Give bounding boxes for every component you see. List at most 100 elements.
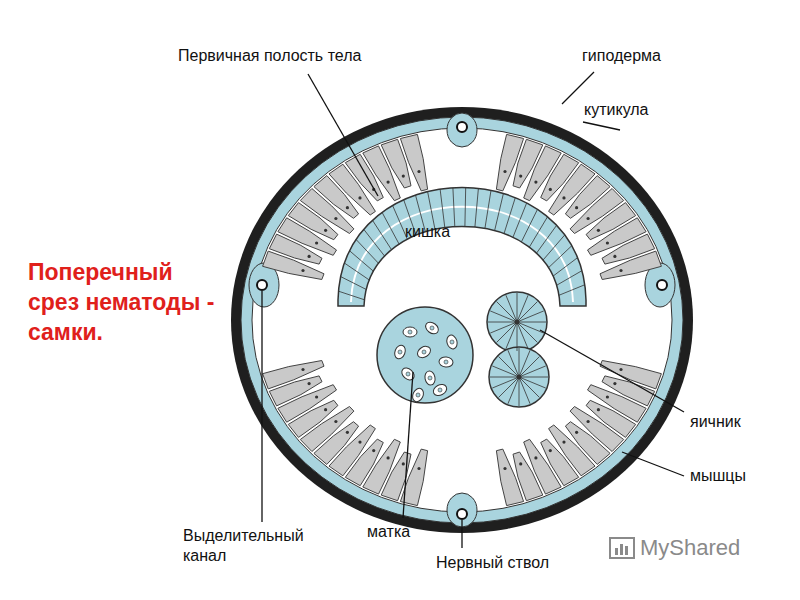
intestine-cell <box>553 258 577 276</box>
egg-nucleus <box>450 340 454 344</box>
intestine-cell <box>453 188 455 227</box>
egg <box>399 366 416 383</box>
ovary-cell <box>508 350 519 377</box>
ovary-cell <box>519 377 530 404</box>
cell-nucleus <box>549 188 552 191</box>
intestine-wall <box>338 188 586 307</box>
intestine-cell <box>537 225 557 253</box>
egg <box>424 370 436 386</box>
cell-nucleus <box>503 170 506 173</box>
body-cavity <box>252 128 672 512</box>
egg-nucleus <box>428 376 432 380</box>
ovary-cell <box>519 377 540 398</box>
cell-nucleus <box>324 229 327 232</box>
ovary-cell <box>517 322 518 351</box>
cell-nucleus <box>358 196 361 199</box>
intestine-cell <box>504 198 515 234</box>
cell-nucleus <box>606 241 609 244</box>
ovary-center <box>515 320 520 325</box>
cell-nucleus <box>387 181 390 184</box>
ovary-cell <box>517 311 544 322</box>
ovary-cell <box>517 302 538 323</box>
part-label: гиподерма <box>582 46 661 66</box>
uterus <box>377 307 473 403</box>
intestine-cell <box>513 203 527 238</box>
ovary-cell <box>499 377 520 398</box>
cell-nucleus <box>549 449 552 452</box>
ovary-cell <box>506 295 517 322</box>
cell-nucleus <box>301 269 304 272</box>
part-label: мышцы <box>690 466 746 486</box>
cell-nucleus <box>587 217 590 220</box>
egg <box>415 344 432 360</box>
egg-nucleus <box>398 350 402 354</box>
intestine-cell <box>495 194 504 231</box>
egg <box>445 334 458 350</box>
egg <box>423 320 440 336</box>
intestine-cells <box>339 188 585 300</box>
intestine-lumen <box>351 207 573 302</box>
cell-nucleus <box>334 420 337 423</box>
cell-nucleus <box>519 175 522 178</box>
egg-nucleus <box>422 350 426 354</box>
watermark-icon <box>625 546 628 555</box>
cell-nucleus <box>334 217 337 220</box>
leader-line <box>461 520 462 548</box>
intestine-cell <box>341 277 367 290</box>
ovary-cell <box>519 348 520 377</box>
cell-nucleus <box>346 206 349 209</box>
intestine-cell <box>557 271 582 286</box>
intestine-cell <box>464 188 466 227</box>
cell-nucleus <box>519 462 522 465</box>
ovary-cell <box>492 377 519 388</box>
leader-line <box>622 452 684 476</box>
cell-nucleus <box>534 456 537 459</box>
nerve-trunk <box>457 122 467 132</box>
diagram-title: Поперечный срез нематоды - самки. <box>28 258 228 348</box>
dorsal-chord <box>447 113 477 147</box>
part-label: матка <box>367 522 410 542</box>
leader-line <box>403 372 413 518</box>
cell-nucleus <box>534 181 537 184</box>
excretory-canal <box>657 280 667 290</box>
cell-nucleus <box>597 408 600 411</box>
muscle-cell <box>400 134 427 191</box>
ovary-cell <box>517 322 546 323</box>
ovary <box>489 347 549 407</box>
cell-nucleus <box>301 368 304 371</box>
cell-nucleus <box>372 449 375 452</box>
watermark-icon <box>610 538 634 558</box>
intestine-cell <box>364 229 385 256</box>
ovary-cell <box>519 357 540 378</box>
cell-nucleus <box>417 467 420 470</box>
cell-nucleus <box>324 408 327 411</box>
cell-nucleus <box>346 431 349 434</box>
cell-nucleus <box>587 420 590 423</box>
cell-nucleus <box>387 456 390 459</box>
leader-line <box>308 74 378 196</box>
intestine-cell <box>440 189 445 228</box>
ovary-cell <box>488 322 517 323</box>
intestine-cell <box>559 285 585 296</box>
watermark: MyShared <box>640 534 740 562</box>
eggs <box>393 320 459 404</box>
intestine-cell <box>529 217 547 247</box>
leader-line <box>540 330 684 412</box>
cell-nucleus <box>575 206 578 209</box>
ovary-center <box>517 375 522 380</box>
ovary-cell <box>499 357 520 378</box>
intestine-cell <box>356 240 378 264</box>
muscle-cells <box>263 134 662 505</box>
part-label: яичник <box>690 412 741 432</box>
part-label: Первичная полость тела <box>178 46 361 66</box>
cell-nucleus <box>315 395 318 398</box>
cell-nucleus <box>606 395 609 398</box>
nerve-trunk <box>457 509 467 519</box>
intestine-cell <box>382 212 399 244</box>
part-label: кутикула <box>584 100 649 120</box>
egg <box>393 344 407 361</box>
egg-nucleus <box>438 388 442 392</box>
ovary-cell <box>517 322 538 343</box>
part-label: Выделительный канал <box>183 526 343 566</box>
egg-nucleus <box>406 372 410 376</box>
